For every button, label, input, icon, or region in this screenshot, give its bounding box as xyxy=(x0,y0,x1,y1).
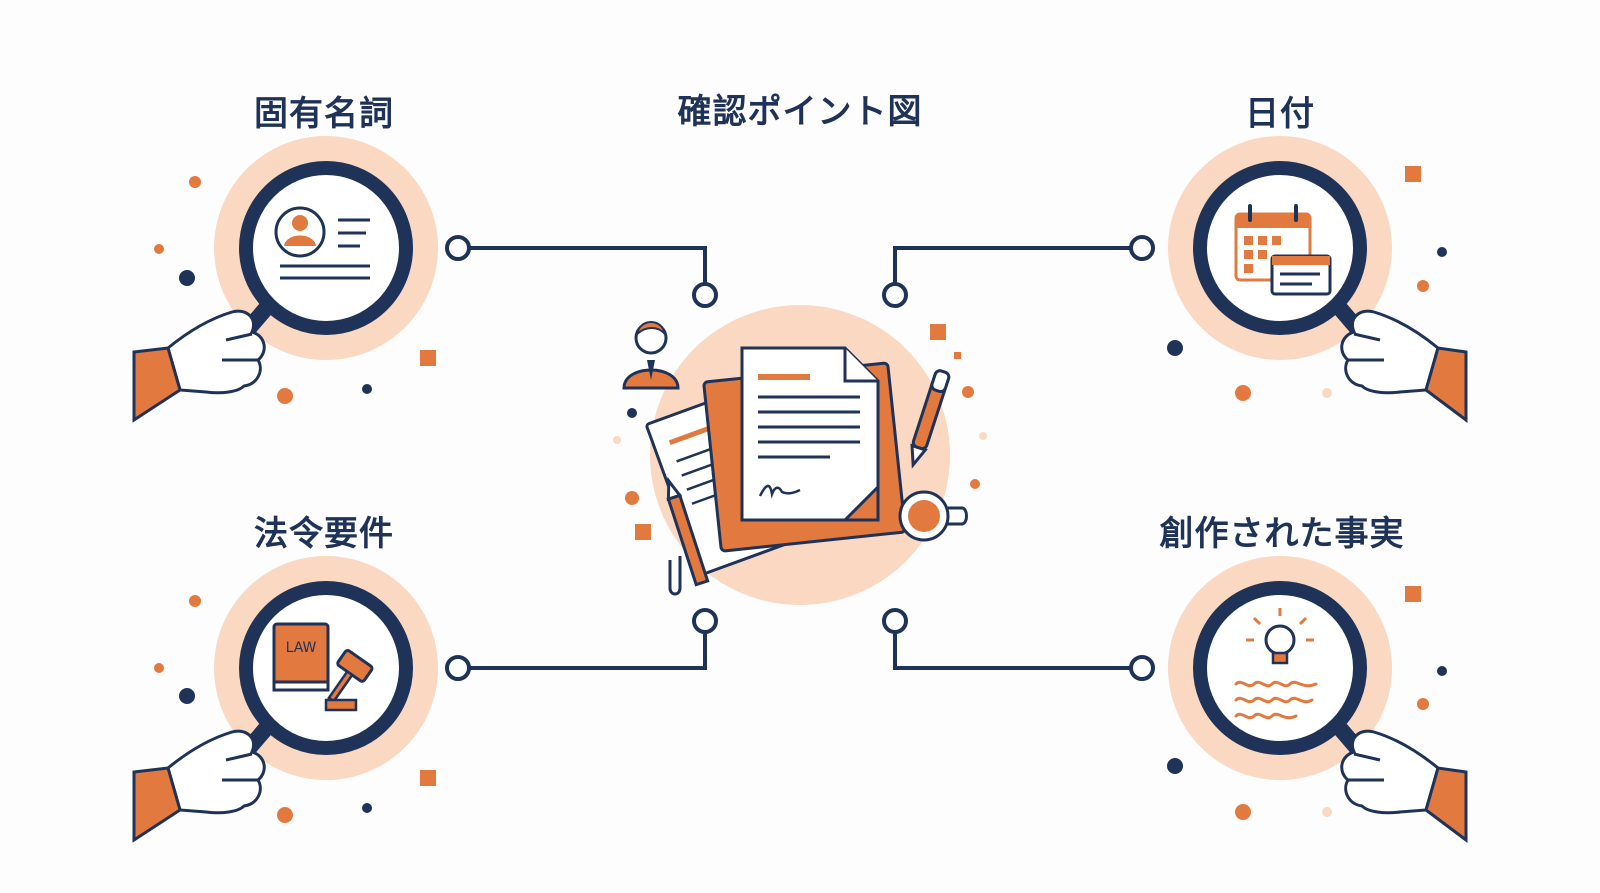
confetti xyxy=(962,386,974,398)
law-book-text: LAW xyxy=(286,640,317,656)
confetti xyxy=(277,388,293,404)
lightbulb-icon xyxy=(1246,608,1314,665)
confetti xyxy=(635,524,651,540)
node-top-right-inner xyxy=(882,282,908,308)
confetti xyxy=(613,436,621,444)
label-date: 日付 xyxy=(1245,94,1315,134)
confetti xyxy=(1417,280,1429,292)
confetti xyxy=(970,479,980,489)
confetti xyxy=(1167,758,1183,774)
connector-top-left xyxy=(458,246,707,284)
confetti xyxy=(979,432,987,440)
label-legal-requirement: 法令要件 xyxy=(254,514,394,554)
confetti xyxy=(627,408,637,418)
magnifier-proper-noun xyxy=(132,136,438,423)
calendar-icon xyxy=(1234,204,1332,296)
diagram-title: 確認ポイント図 xyxy=(677,92,923,132)
law-book-icon: LAW xyxy=(272,622,330,692)
confetti xyxy=(1235,385,1251,401)
hand-icon xyxy=(1340,309,1468,423)
confetti xyxy=(1322,388,1332,398)
hand-icon xyxy=(1340,729,1468,843)
signature-mark xyxy=(758,484,801,499)
confetti xyxy=(189,176,201,188)
node-bottom-right-outer xyxy=(1129,655,1155,681)
confetti xyxy=(154,244,164,254)
confetti xyxy=(1405,586,1421,602)
confetti xyxy=(1437,247,1447,257)
confetti xyxy=(1437,666,1447,676)
confetti xyxy=(1405,166,1421,182)
hand-icon xyxy=(132,729,266,843)
gavel-icon xyxy=(324,649,374,712)
confetti xyxy=(930,324,946,340)
connector-bottom-right xyxy=(893,632,1142,670)
connector-nodes xyxy=(445,235,1155,681)
confetti xyxy=(625,491,639,505)
coffee-cup-icon xyxy=(898,490,968,542)
node-top-left-inner xyxy=(692,282,718,308)
connectors xyxy=(458,246,1142,670)
magnifier-creation-fact xyxy=(1167,556,1468,843)
magnifier-date xyxy=(1167,136,1468,423)
confetti xyxy=(362,803,372,813)
label-creation-fact: 創作された事実 xyxy=(1159,514,1405,554)
confetti xyxy=(1322,807,1332,817)
handwriting-lines-icon xyxy=(1234,680,1318,720)
node-bottom-left-outer xyxy=(445,655,471,681)
confetti xyxy=(420,770,436,786)
confetti xyxy=(189,595,201,607)
center-document-cluster xyxy=(613,305,987,605)
confetti xyxy=(1167,340,1183,356)
confetti xyxy=(179,688,195,704)
node-top-left-outer xyxy=(445,235,471,261)
label-proper-noun: 固有名詞 xyxy=(254,94,394,134)
connector-top-right xyxy=(893,246,1142,284)
magnifier-legal-requirement: LAW xyxy=(132,556,438,843)
paperclip-icon xyxy=(668,556,682,596)
person-icon xyxy=(622,321,680,390)
confetti xyxy=(420,350,436,366)
node-bottom-left-inner xyxy=(692,608,718,634)
connector-bottom-left xyxy=(458,632,707,670)
node-top-right-outer xyxy=(1129,235,1155,261)
confetti xyxy=(154,663,164,673)
main-document xyxy=(740,346,880,522)
confetti xyxy=(1235,804,1251,820)
pencil-icon xyxy=(666,476,710,587)
node-bottom-right-inner xyxy=(882,608,908,634)
profile-card-icon xyxy=(274,206,370,280)
confetti xyxy=(1417,698,1429,710)
confetti xyxy=(179,270,195,286)
confetti xyxy=(362,384,372,394)
confetti xyxy=(277,807,293,823)
hand-icon xyxy=(132,309,266,423)
confetti xyxy=(954,352,961,359)
pen-icon xyxy=(910,369,951,469)
